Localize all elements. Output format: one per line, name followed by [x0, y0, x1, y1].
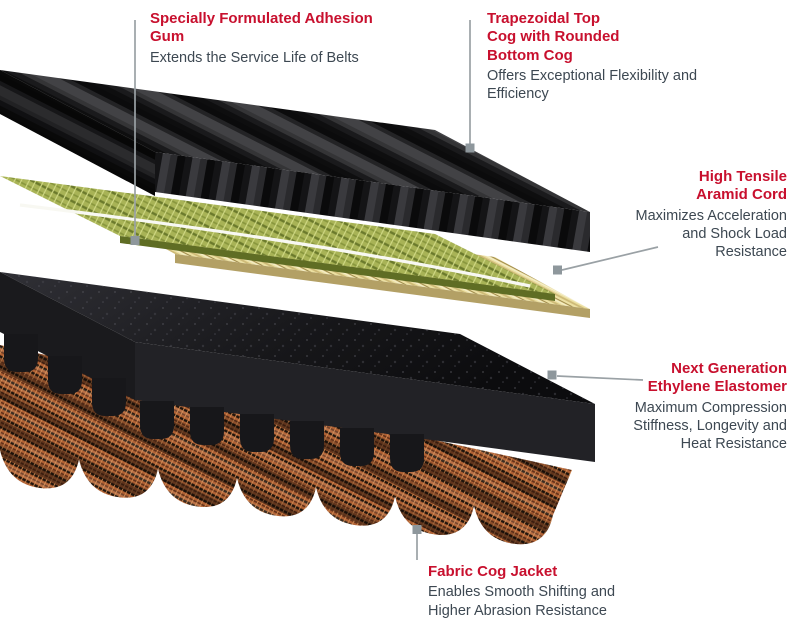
leader-markers — [130, 143, 562, 534]
callout-adhesion-gum: Specially Formulated Adhesion Gum Extend… — [150, 10, 420, 67]
top-cog-left-face — [0, 70, 155, 196]
callout-fabric-jacket-heading: Fabric Cog Jacket — [428, 563, 558, 580]
callout-aramid-cord-description: Maximizes Acceleration and Shock Load Re… — [635, 207, 788, 261]
callout-top-cog-heading: Trapezoidal Top Cog with Rounded Bottom … — [487, 10, 620, 64]
callout-adhesion-gum-heading: Specially Formulated Adhesion Gum — [150, 10, 373, 46]
callout-fabric-jacket: Fabric Cog Jacket Enables Smooth Shiftin… — [428, 563, 668, 620]
callout-fabric-jacket-description: Enables Smooth Shifting and Higher Abras… — [428, 584, 616, 619]
callout-elastomer: Next Generation Ethylene Elastomer Maxim… — [567, 360, 787, 454]
callout-elastomer-heading: Next Generation Ethylene Elastomer — [647, 360, 787, 396]
leader-marker-fabric-jacket — [412, 525, 422, 534]
leader-lines — [134, 20, 659, 560]
leader-marker-aramid-cord — [553, 265, 562, 275]
adhesion-gum-layer-illustration — [0, 176, 555, 301]
leader-marker-top-cog — [465, 143, 475, 153]
leader-marker-elastomer — [547, 370, 557, 380]
callout-aramid-cord-heading: High Tensile Aramid Cord — [696, 168, 787, 204]
top-cog-layer-illustration — [0, 70, 590, 252]
elastomer-top-texture — [0, 272, 595, 404]
top-cog-left-face-shade — [0, 70, 155, 196]
callout-top-cog-description: Offers Exceptional Flexibility and Effic… — [487, 67, 698, 103]
leader-marker-adhesion-gum — [130, 236, 140, 245]
top-cog-top-face — [0, 70, 590, 212]
elastomer-layer-illustration — [0, 272, 595, 472]
leader-line-elastomer — [556, 375, 644, 381]
callout-aramid-cord: High Tensile Aramid Cord Maximizes Accel… — [557, 168, 788, 262]
white-cord-highlight — [19, 203, 531, 288]
adhesion-gum-front-edge — [120, 236, 555, 301]
elastomer-left-face — [0, 272, 135, 400]
aramid-cord-front-edge — [175, 254, 590, 318]
elastomer-front-face — [135, 342, 595, 462]
top-cog-front-face — [155, 152, 590, 252]
callout-elastomer-description: Maximum Compression Stiffness, Longevity… — [633, 399, 787, 453]
callout-adhesion-gum-description: Extends the Service Life of Belts — [150, 49, 359, 66]
callout-top-cog: Trapezoidal Top Cog with Rounded Bottom … — [487, 10, 699, 104]
elastomer-cog-teeth — [4, 334, 424, 472]
leader-line-aramid-cord — [561, 246, 659, 271]
